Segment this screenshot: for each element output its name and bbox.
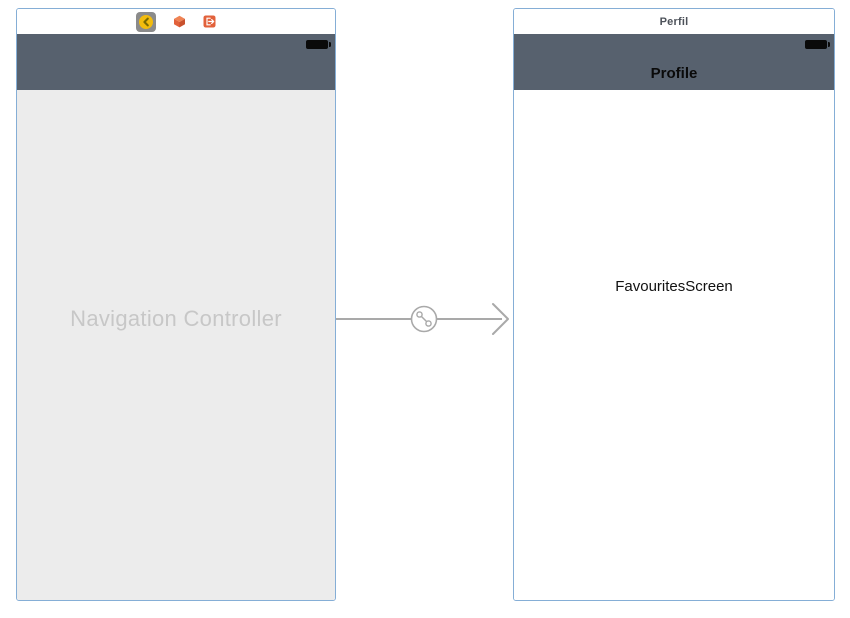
segue-arrowhead-icon xyxy=(492,303,509,335)
exit-icon[interactable] xyxy=(203,15,216,28)
battery-icon xyxy=(805,40,830,49)
profile-view-controller-scene[interactable]: Perfil Profile FavouritesScreen xyxy=(513,8,835,601)
scene-dock[interactable]: Perfil xyxy=(514,9,834,34)
battery-icon xyxy=(306,40,331,49)
scene-dock xyxy=(17,9,335,34)
root-view-controller-segue[interactable] xyxy=(336,289,514,349)
navigation-controller-icon[interactable] xyxy=(136,11,156,32)
navigation-bar[interactable] xyxy=(17,34,335,90)
navigation-bar[interactable]: Profile xyxy=(514,34,834,90)
navigation-bar-title[interactable]: Profile xyxy=(650,65,698,82)
navigation-controller-body[interactable]: Navigation Controller xyxy=(17,90,335,600)
profile-view-body[interactable]: FavouritesScreen xyxy=(514,90,834,600)
scene-title: Perfil xyxy=(659,15,689,28)
navigation-controller-label: Navigation Controller xyxy=(70,306,282,331)
first-responder-icon[interactable] xyxy=(173,15,186,28)
favourites-screen-label[interactable]: FavouritesScreen xyxy=(615,278,733,295)
relationship-segue-icon[interactable] xyxy=(410,305,438,333)
navigation-controller-scene[interactable]: Navigation Controller xyxy=(16,8,336,601)
selected-icon-highlight xyxy=(136,11,156,32)
